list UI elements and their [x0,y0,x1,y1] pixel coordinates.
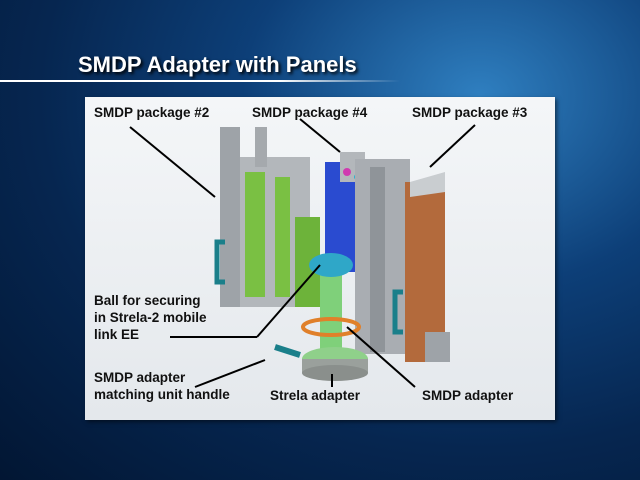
smdp-package-3 [355,159,450,362]
smdp-adapter [301,253,361,352]
title-underline [0,80,400,82]
label-smdp-package-3: SMDP package #3 [412,105,528,120]
label-matching-unit-handle: SMDP adapter matching unit handle [94,370,230,402]
label-ball-securing: Ball for securing in Strela-2 mobile lin… [94,293,207,342]
label-smdp-adapter: SMDP adapter [422,388,514,403]
smdp-package-2 [214,127,320,307]
diagram-panel: SMDP package #2 SMDP package #4 SMDP pac… [85,97,555,420]
label-strela-adapter: Strela adapter [270,388,361,403]
slide-title: SMDP Adapter with Panels [78,52,357,77]
label-smdp-package-4: SMDP package #4 [252,105,368,120]
matching-unit-handle [274,344,301,358]
label-smdp-package-2: SMDP package #2 [94,105,210,120]
leader-arrows [129,118,476,388]
smdp-cad-drawing [129,118,476,388]
strela-adapter [302,347,368,381]
